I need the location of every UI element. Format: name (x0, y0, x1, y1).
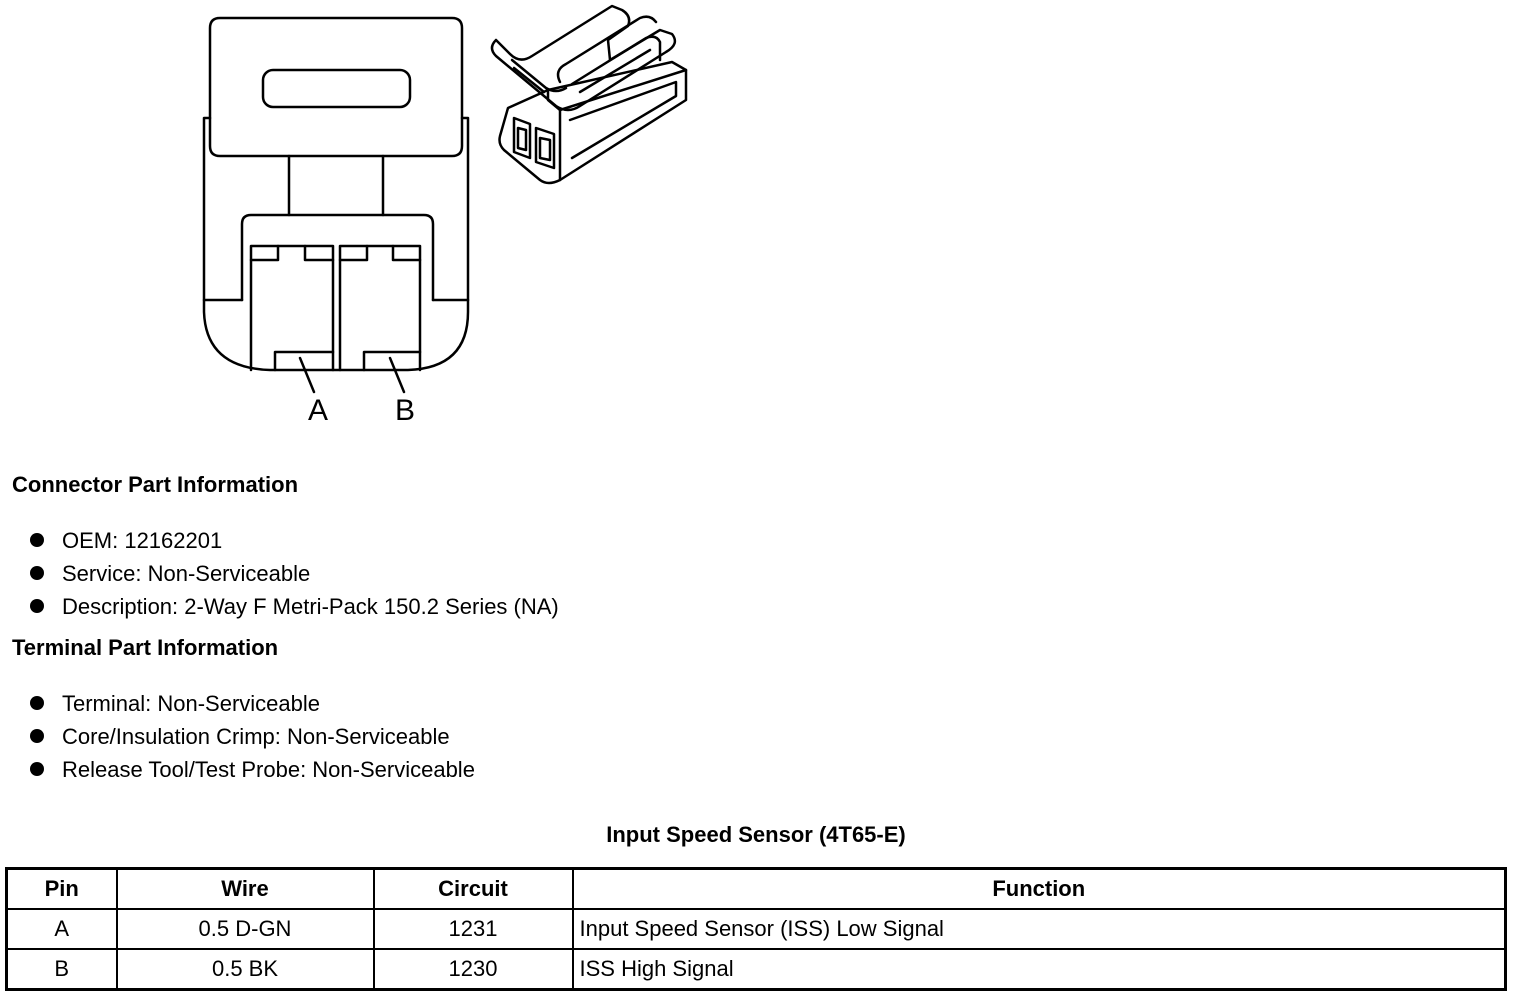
cell-pin: A (5, 908, 118, 950)
list-item: Core/Insulation Crimp: Non-Serviceable (30, 720, 475, 753)
table-row: A 0.5 D-GN 1231 Input Speed Sensor (ISS)… (5, 908, 1507, 950)
bullet-icon (30, 599, 44, 614)
cavity-a (249, 244, 335, 372)
list-item: Terminal: Non-Serviceable (30, 687, 475, 720)
cell-circuit: 1230 (372, 948, 574, 991)
bullet-icon (30, 762, 44, 777)
crimp-text: Core/Insulation Crimp: Non-Serviceable (62, 724, 450, 749)
table-caption: Input Speed Sensor (4T65-E) (606, 822, 906, 847)
latch-slot (261, 68, 412, 109)
bullet-icon (30, 729, 44, 744)
latch-tab (208, 16, 464, 158)
cell-wire: 0.5 D-GN (115, 908, 375, 950)
cavity-b (338, 244, 422, 372)
list-item: Description: 2-Way F Metri-Pack 150.2 Se… (30, 590, 559, 623)
bullet-icon (30, 533, 44, 548)
cell-pin: B (5, 948, 118, 991)
header-function: Function (571, 867, 1507, 910)
terminal-part-info-list: Terminal: Non-Serviceable Core/Insulatio… (30, 687, 475, 786)
pinout-table: Pin Wire Circuit Function A 0.5 D-GN 123… (5, 867, 1507, 991)
header-wire: Wire (115, 867, 375, 910)
list-item: OEM: 12162201 (30, 524, 559, 557)
connector-body-outline (202, 116, 470, 372)
connector-part-info-list: OEM: 12162201 Service: Non-Serviceable D… (30, 524, 559, 623)
bullet-icon (30, 696, 44, 711)
cavity-housing (240, 213, 435, 302)
terminal-text: Terminal: Non-Serviceable (62, 691, 320, 716)
cell-function: Input Speed Sensor (ISS) Low Signal (571, 908, 1507, 950)
header-circuit: Circuit (372, 867, 574, 910)
table-row: B 0.5 BK 1230 ISS High Signal (5, 948, 1507, 991)
connector-diagram: A B (202, 4, 688, 427)
pin-label-b: B (395, 394, 415, 427)
cell-circuit: 1231 (372, 908, 574, 950)
pin-label-a: A (308, 394, 328, 427)
cell-wire: 0.5 BK (115, 948, 375, 991)
connector-iso-view (490, 4, 688, 185)
connector-part-info-heading: Connector Part Information (12, 472, 299, 497)
description-text: Description: 2-Way F Metri-Pack 150.2 Se… (62, 594, 559, 619)
list-item: Service: Non-Serviceable (30, 557, 559, 590)
release-tool-text: Release Tool/Test Probe: Non-Serviceable (62, 757, 475, 782)
terminal-part-info-heading: Terminal Part Information (12, 635, 279, 660)
pin-a-leader (298, 356, 316, 394)
bullet-icon (30, 566, 44, 581)
list-item: Release Tool/Test Probe: Non-Serviceable (30, 753, 475, 786)
header-pin: Pin (5, 867, 118, 910)
service-text: Service: Non-Serviceable (62, 561, 311, 586)
cell-function: ISS High Signal (571, 948, 1507, 991)
oem-text: OEM: 12162201 (62, 528, 223, 553)
table-header-row: Pin Wire Circuit Function (5, 867, 1507, 910)
pin-b-leader (388, 356, 406, 394)
